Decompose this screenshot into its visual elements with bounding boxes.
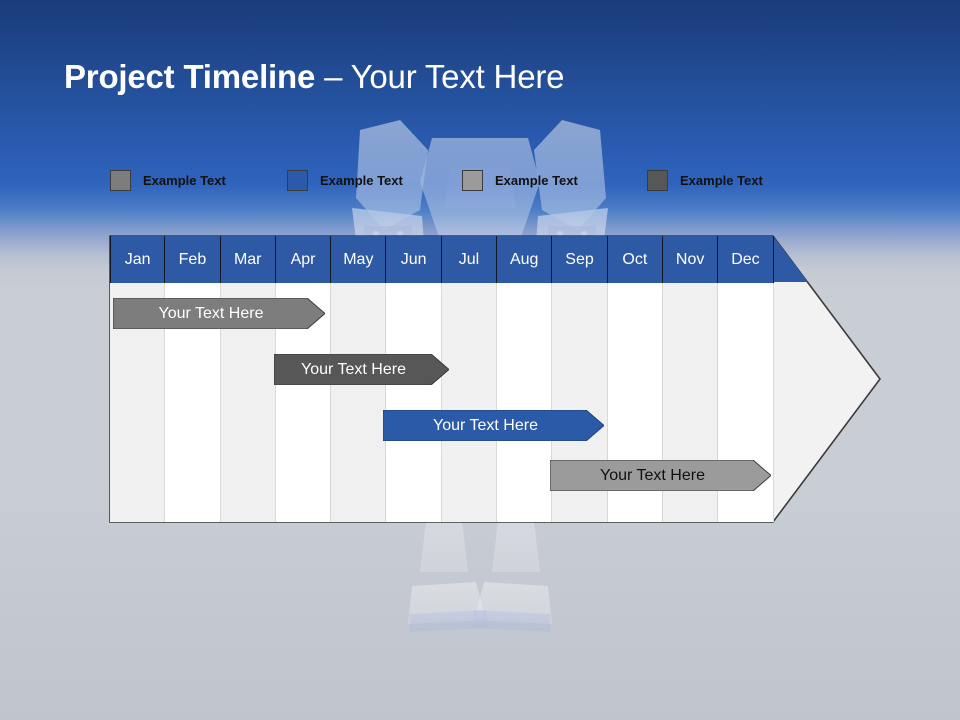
grid-column-jun <box>386 283 442 522</box>
month-cell-feb[interactable]: Feb <box>165 236 221 283</box>
timeline-bar-label: Your Text Here <box>301 360 406 378</box>
legend-swatch-icon <box>110 170 131 191</box>
legend: Example Text Example Text Example Text E… <box>110 170 870 194</box>
grid-column-may <box>331 283 387 522</box>
month-cell-jan[interactable]: Jan <box>110 236 166 283</box>
timeline-bar-label: Your Text Here <box>158 304 264 322</box>
month-cell-may[interactable]: May <box>331 236 387 283</box>
legend-label: Example Text <box>143 173 226 188</box>
timeline-bar-4[interactable]: Your Text Here <box>550 460 771 491</box>
month-cell-dec[interactable]: Dec <box>718 236 774 283</box>
timeline-bar-3[interactable]: Your Text Here <box>383 410 604 441</box>
legend-item-1[interactable]: Example Text <box>110 170 226 191</box>
grid-column-jul <box>441 283 498 522</box>
legend-item-3[interactable]: Example Text <box>462 170 578 191</box>
month-cell-sep[interactable]: Sep <box>552 236 608 283</box>
legend-swatch-icon <box>647 170 668 191</box>
month-cell-mar[interactable]: Mar <box>220 236 276 283</box>
legend-swatch-icon <box>287 170 308 191</box>
legend-swatch-icon <box>462 170 483 191</box>
legend-item-2[interactable]: Example Text <box>287 170 403 191</box>
timeline-bar-1[interactable]: Your Text Here <box>113 298 325 329</box>
page-title-bold: Project Timeline <box>64 58 316 95</box>
month-cell-aug[interactable]: Aug <box>497 236 553 283</box>
month-cell-jun[interactable]: Jun <box>386 236 442 283</box>
legend-label: Example Text <box>495 173 578 188</box>
timeline-bar-label: Your Text Here <box>433 416 538 434</box>
timeline-month-header: Jan Feb Mar Apr May Jun Jul Aug Sep Oct … <box>110 236 774 283</box>
legend-label: Example Text <box>680 173 763 188</box>
legend-label: Example Text <box>320 173 403 188</box>
page-title: Project Timeline – Your Text Here <box>64 58 564 96</box>
legend-item-4[interactable]: Example Text <box>647 170 763 191</box>
month-cell-jul[interactable]: Jul <box>441 236 498 283</box>
timeline-bar-2[interactable]: Your Text Here <box>274 354 449 385</box>
page-title-rest: – Your Text Here <box>315 58 565 95</box>
month-cell-apr[interactable]: Apr <box>275 236 332 283</box>
month-cell-oct[interactable]: Oct <box>607 236 663 283</box>
month-cell-nov[interactable]: Nov <box>662 236 719 283</box>
grid-column-aug <box>497 283 553 522</box>
timeline-bar-label: Your Text Here <box>600 466 705 484</box>
